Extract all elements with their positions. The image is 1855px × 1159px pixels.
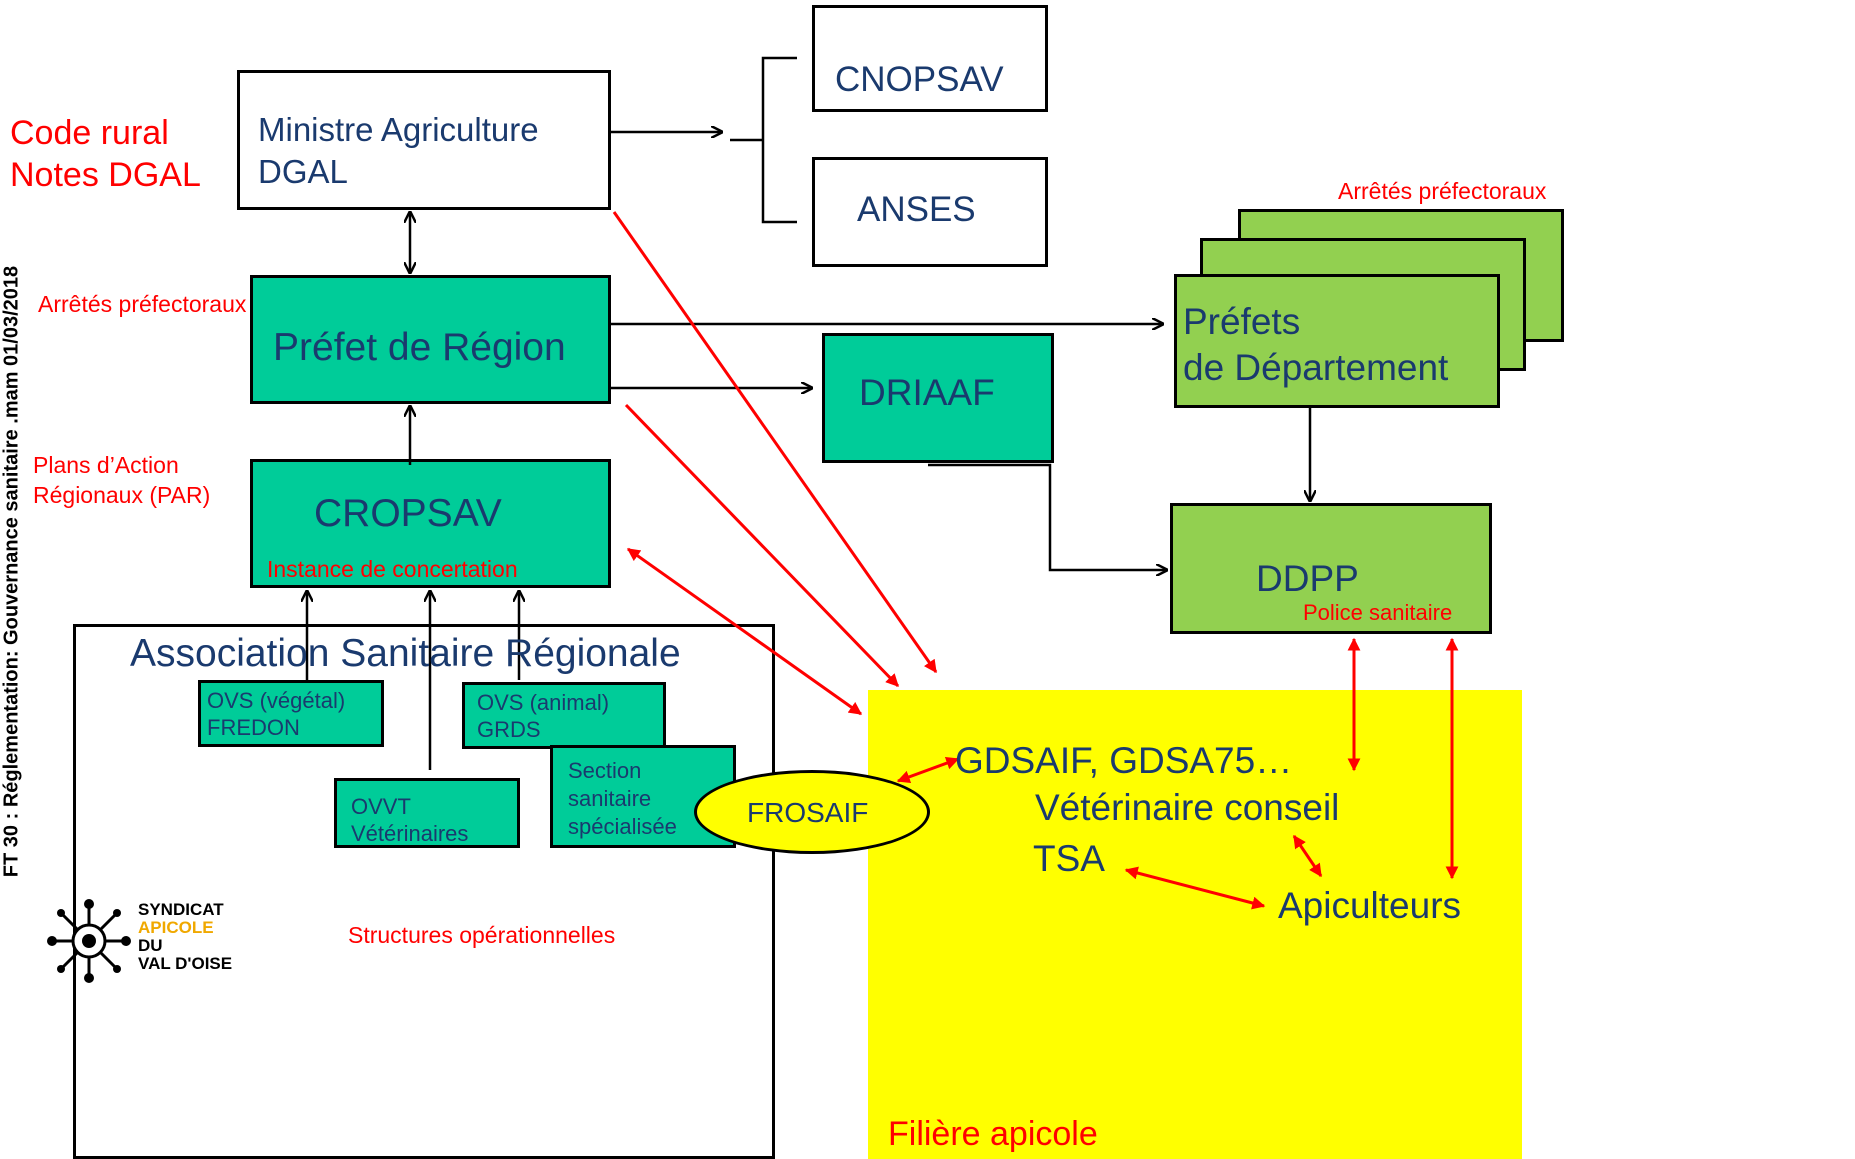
arretes-prefectoraux-left-label: Arrêtés préfectoraux [38,291,247,317]
ddpp-sub-label: Police sanitaire [1303,600,1453,625]
section-sanitaire-box: Section sanitaire spécialisée [550,745,736,848]
prefet-region-box: Préfet de Région [250,275,611,404]
cropsav-sub-label: Instance de concertation [267,556,518,582]
logo-line-2: APICOLE [138,918,214,937]
prefets-dept-box: Préfets de Département [1174,274,1500,408]
logo-line-4: VAL D'OISE [138,954,233,973]
ovvt-label: OVVT [351,794,411,819]
notes-dgal-label: Notes DGAL [10,156,201,194]
ovs-animal-label: OVS (animal) [477,690,610,715]
grds-label: GRDS [477,717,541,742]
ovs-animal-box: OVS (animal) GRDS [462,682,666,749]
cropsav-label: CROPSAV [314,492,502,535]
ovs-vegetal-box: OVS (végétal) FREDON [198,680,384,747]
anses-box: ANSES [812,157,1048,267]
cnopsav-label: CNOPSAV [835,60,1004,99]
frosaif-ellipse: FROSAIF [694,770,930,854]
ovs-vegetal-label: OVS (végétal) [207,688,346,713]
code-rural-label: Code rural [10,114,169,152]
section-label-3: spécialisée [568,814,677,839]
ministre-agriculture-box: Ministre Agriculture DGAL [237,70,611,210]
ministre-label: Ministre Agriculture [258,111,539,148]
tsa-label: TSA [1033,838,1105,879]
frosaif-label: FROSAIF [747,797,869,828]
prefet-region-label: Préfet de Région [273,326,566,369]
arretes-prefectoraux-right-label: Arrêtés préfectoraux [1338,178,1547,204]
plans-action-label-2: Régionaux (PAR) [33,482,211,508]
driaaf-label: DRIAAF [859,372,995,413]
ddpp-box: DDPP Police sanitaire [1170,503,1492,634]
bee-logo-icon [47,899,131,983]
association-title: Association Sanitaire Régionale [130,632,681,675]
veterinaire-conseil-label: Vétérinaire conseil [1035,787,1340,828]
cropsav-box: CROPSAV Instance de concertation [250,459,611,588]
side-caption: FT 30 : Réglementation: Gouvernance sani… [0,265,23,878]
structures-operationnelles-label: Structures opérationnelles [348,922,616,948]
plans-action-label-1: Plans d’Action [33,452,179,478]
de-departement-label: de Département [1183,347,1449,388]
section-label-2: sanitaire [568,786,652,811]
logo-line-3: DU [138,936,163,955]
cnopsav-box: CNOPSAV [812,5,1048,112]
fredon-label: FREDON [207,715,300,740]
section-label-1: Section [568,758,642,783]
ddpp-label: DDPP [1256,558,1359,599]
syndicat-logo: SYNDICAT APICOLE DU VAL D'OISE [42,892,252,992]
apiculteurs-label: Apiculteurs [1278,885,1462,926]
ovvt-box: OVVT Vétérinaires [334,778,520,848]
gdsaif-label: GDSAIF, GDSA75… [955,740,1293,781]
dgal-label: DGAL [258,153,348,190]
driaaf-box: DRIAAF [822,333,1054,463]
anses-label: ANSES [857,190,976,229]
veterinaires-label: Vétérinaires [351,821,469,846]
filiere-apicole-zone [868,690,1522,1159]
prefets-label: Préfets [1183,301,1301,342]
logo-line-1: SYNDICAT [138,900,224,919]
filiere-apicole-title: Filière apicole [888,1115,1098,1153]
